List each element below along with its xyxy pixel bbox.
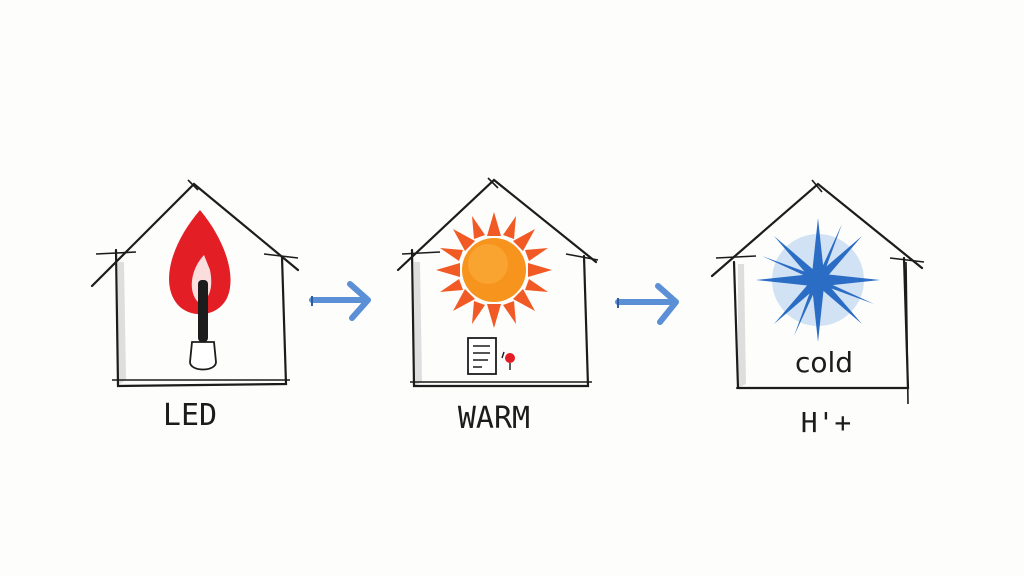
arrow-right-icon bbox=[615, 283, 679, 325]
pin-icon bbox=[501, 351, 515, 370]
house-cold: cold H'+ bbox=[710, 179, 925, 439]
snowflake-icon bbox=[756, 218, 880, 342]
house-cold-label: H'+ bbox=[801, 406, 852, 439]
house-cold-inner-label: cold bbox=[795, 346, 853, 379]
arrow-right-icon bbox=[309, 281, 371, 321]
document-icon bbox=[467, 337, 497, 375]
house-warm-label: WARM bbox=[458, 401, 530, 436]
house-led: LED bbox=[90, 179, 300, 433]
sun-icon bbox=[436, 212, 552, 328]
flame-bulb-icon bbox=[169, 210, 231, 371]
house-led-label: LED bbox=[163, 398, 217, 433]
house-warm: WARM bbox=[396, 177, 599, 436]
